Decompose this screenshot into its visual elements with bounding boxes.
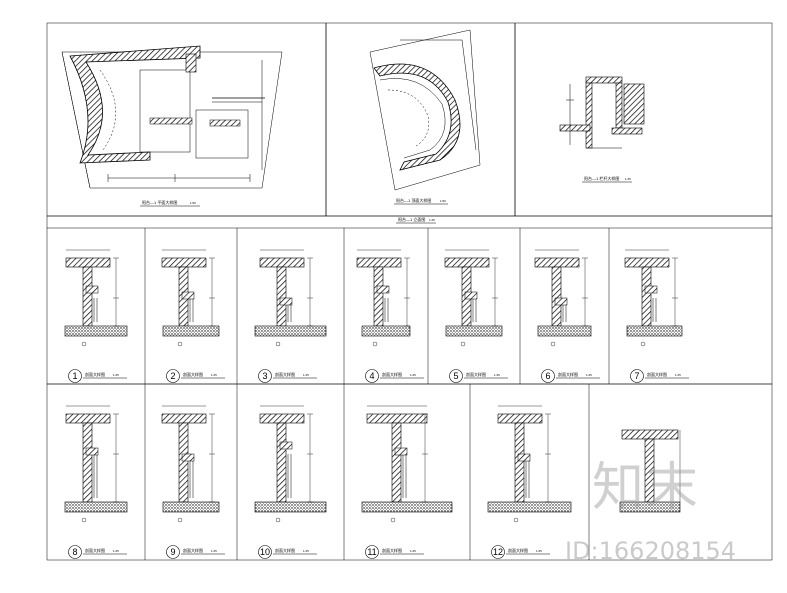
section-detail-9: 9 剖面大样图 1:25 xyxy=(161,405,225,559)
section-number: 11 xyxy=(367,547,376,557)
section-detail-8: 8 剖面大样图 1:25 xyxy=(64,405,128,559)
section-title: 剖面大样图 xyxy=(183,547,203,553)
section-scale: 1:25 xyxy=(211,549,217,553)
section-scale: 1:25 xyxy=(113,549,119,553)
section-detail-7: 7 剖面大样图 1:25 xyxy=(624,249,689,383)
section-scale: 1:25 xyxy=(303,549,309,553)
section-title: 剖面大样图 xyxy=(558,371,578,377)
section-detail-3: 3 剖面大样图 1:25 xyxy=(254,249,327,383)
section-number: 4 xyxy=(369,371,374,381)
section-title: 剖面大样图 xyxy=(508,547,528,553)
section-number: 10 xyxy=(260,547,270,557)
section-caption: 11 剖面大样图 1:25 xyxy=(365,545,424,559)
section-caption: 5 剖面大样图 1:25 xyxy=(449,369,508,383)
caption-scale: 1:50 xyxy=(190,201,196,205)
section-details: 1 剖面大样图 1:25 2 剖面大样图 1:25 3 剖面大样图 1:25 4 剖面大样图 1:25… xyxy=(64,249,689,559)
section-scale: 1:25 xyxy=(675,373,681,377)
caption-title: 阳台—1 平面大样图 xyxy=(142,199,177,205)
sheet-frame xyxy=(46,22,773,561)
section-title: 剖面大样图 xyxy=(85,371,105,377)
section-title: 剖面大样图 xyxy=(647,371,667,377)
section-scale: 1:25 xyxy=(494,373,500,377)
caption-title: 阳台—1 立面图 xyxy=(398,216,425,222)
caption-railing-detail: 阳台—1 栏杆大样图 1:25 xyxy=(582,175,632,183)
section-caption: 7 剖面大样图 1:25 xyxy=(630,369,689,383)
caption-title: 阳台—1 栏杆大样图 xyxy=(584,175,619,181)
section-detail-2: 2 剖面大样图 1:25 xyxy=(161,249,225,383)
section-scale: 1:25 xyxy=(536,549,542,553)
caption-scale: 1:25 xyxy=(625,177,631,181)
section-title: 剖面大样图 xyxy=(183,371,203,377)
section-scale: 1:25 xyxy=(586,373,592,377)
section-detail-5: 5 剖面大样图 1:25 xyxy=(444,249,508,383)
balcony-plan-drawing xyxy=(61,45,283,189)
section-detail-4: 4 剖面大样图 1:25 xyxy=(356,249,424,383)
caption-title: 阳台—1 顶面大样图 xyxy=(396,197,431,203)
section-detail-6: 6 剖面大样图 1:25 xyxy=(534,249,600,383)
section-scale: 1:25 xyxy=(211,373,217,377)
section-detail-11: 11 剖面大样图 1:25 xyxy=(361,405,453,559)
watermark-id: ID:166208154 xyxy=(565,537,737,565)
section-number: 3 xyxy=(262,371,267,381)
section-detail-12: 12 剖面大样图 1:25 xyxy=(487,405,572,559)
section-title: 剖面大样图 xyxy=(275,371,295,377)
caption-balcony-plan: 阳台—1 平面大样图 1:50 xyxy=(140,199,200,207)
section-number: 1 xyxy=(72,371,77,381)
section-title: 剖面大样图 xyxy=(382,547,402,553)
section-title: 剖面大样图 xyxy=(382,371,402,377)
section-scale: 1:25 xyxy=(303,373,309,377)
caption-elevation: 阳台—1 立面图 1:25 xyxy=(396,216,436,224)
section-number: 8 xyxy=(72,547,77,557)
railing-detail-drawing xyxy=(559,76,645,149)
section-number: 6 xyxy=(545,371,550,381)
section-title: 剖面大样图 xyxy=(466,371,486,377)
section-scale: 1:25 xyxy=(410,549,416,553)
section-title: 剖面大样图 xyxy=(85,547,105,553)
section-detail-10: 10 剖面大样图 1:25 xyxy=(254,405,327,559)
balcony-top-view-drawing xyxy=(369,29,481,191)
section-caption: 9 剖面大样图 1:25 xyxy=(166,545,225,559)
section-caption: 1 剖面大样图 1:25 xyxy=(68,369,127,383)
caption-balcony-top-view: 阳台—1 顶面大样图 1:50 xyxy=(394,197,448,205)
section-caption: 8 剖面大样图 1:25 xyxy=(68,545,127,559)
section-number: 12 xyxy=(493,547,503,557)
section-number: 9 xyxy=(170,547,175,557)
section-number: 2 xyxy=(170,371,175,381)
caption-scale: 1:25 xyxy=(429,218,435,222)
section-caption: 2 剖面大样图 1:25 xyxy=(166,369,225,383)
section-caption: 12 剖面大样图 1:25 xyxy=(491,545,550,559)
section-detail-uncaptioned xyxy=(619,429,681,513)
section-caption: 6 剖面大样图 1:25 xyxy=(541,369,600,383)
section-number: 7 xyxy=(634,371,639,381)
section-caption: 10 剖面大样图 1:25 xyxy=(258,545,317,559)
section-caption: 3 剖面大样图 1:25 xyxy=(258,369,317,383)
section-detail-1: 1 剖面大样图 1:25 xyxy=(64,249,128,383)
section-number: 5 xyxy=(453,371,458,381)
watermark-logo: 知末 xyxy=(592,458,701,518)
caption-scale: 1:50 xyxy=(440,199,446,203)
section-title: 剖面大样图 xyxy=(275,547,295,553)
section-scale: 1:25 xyxy=(410,373,416,377)
section-caption: 4 剖面大样图 1:25 xyxy=(365,369,424,383)
section-scale: 1:25 xyxy=(113,373,119,377)
